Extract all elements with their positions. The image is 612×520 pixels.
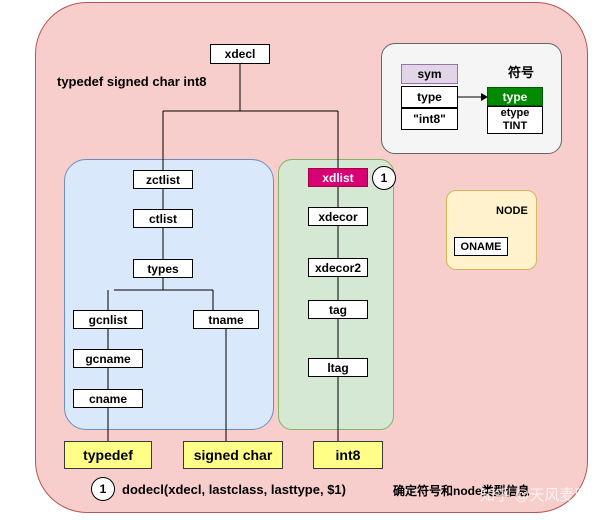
symbol-panel-title: 符号 <box>508 65 535 80</box>
footer-call: dodecl(xdecl, lastclass, lasttype, $1) <box>122 482 346 497</box>
node-panel <box>446 190 537 270</box>
left-group-container <box>64 159 274 430</box>
node-tname: tname <box>193 310 259 329</box>
sym-header: sym <box>401 64 458 84</box>
leaf-typedef: typedef <box>64 441 152 469</box>
typedef-statement: typedef signed char int8 <box>57 74 207 89</box>
type-tint: TINT <box>502 120 528 132</box>
right-group-container <box>278 159 394 430</box>
node-gcname: gcname <box>73 349 143 368</box>
footer-step-badge: 1 <box>91 477 115 501</box>
node-ctlist: ctlist <box>133 209 193 228</box>
node-tag: tag <box>308 300 368 319</box>
sym-type-field: type <box>401 86 458 108</box>
node-zctlist: zctlist <box>133 170 193 189</box>
node-panel-title: NODE <box>496 205 528 217</box>
node-types: types <box>133 259 193 278</box>
type-header: type <box>487 87 543 106</box>
watermark: 知乎 @天风麦田 <box>480 487 590 504</box>
node-xdecl: xdecl <box>210 44 270 64</box>
node-ltag: ltag <box>308 358 368 377</box>
leaf-int8: int8 <box>313 441 383 469</box>
node-gcnlist: gcnlist <box>73 310 143 329</box>
node-xdecor: xdecor <box>308 207 368 226</box>
step-badge-1: 1 <box>372 166 396 190</box>
footer-note: 确定符号和node类型信息 <box>393 484 530 498</box>
node-oname-field: ONAME <box>454 237 508 256</box>
type-body: etype TINT <box>487 106 543 134</box>
type-etype: etype <box>500 107 530 119</box>
leaf-signed-char: signed char <box>183 441 283 469</box>
node-xdlist: xdlist <box>308 168 368 187</box>
node-cname: cname <box>73 389 143 408</box>
node-xdecor2: xdecor2 <box>308 258 368 277</box>
sym-name-field: "int8" <box>401 108 458 130</box>
